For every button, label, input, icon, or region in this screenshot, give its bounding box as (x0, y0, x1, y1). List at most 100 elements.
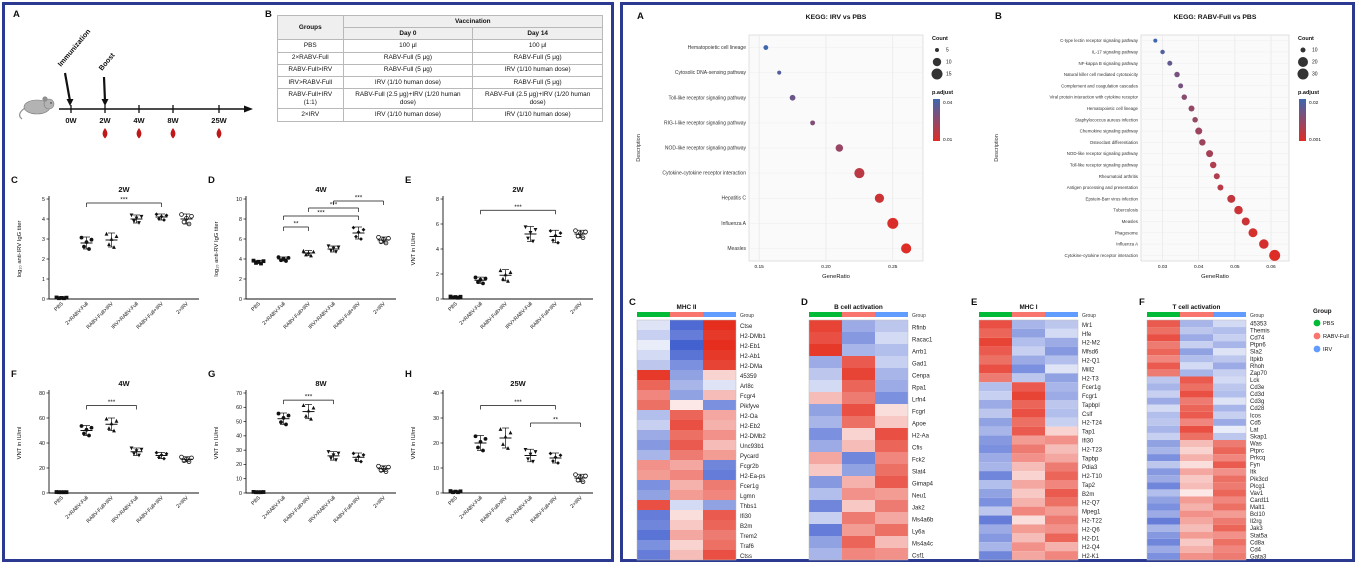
gene-label: Jak3 (1250, 526, 1263, 532)
heatmap-cell (842, 320, 875, 332)
data-point (528, 230, 533, 235)
pathway-label: Chemokine signaling pathway (1080, 129, 1139, 134)
heatmap-cell (809, 404, 842, 416)
heatmap-cell (670, 370, 703, 380)
count-legend-title: Count (932, 36, 948, 42)
pathway-dot (1195, 127, 1203, 135)
week-label: 8W (167, 116, 179, 125)
data-point (383, 469, 389, 474)
data-point (326, 450, 331, 454)
heatmap-cell (1147, 440, 1180, 448)
heatmap-cell (1213, 545, 1246, 553)
panel-letter-A: A (13, 9, 20, 20)
data-point (109, 237, 114, 241)
data-point (356, 454, 361, 459)
data-point (551, 238, 555, 243)
data-point (378, 239, 384, 245)
gene-label: Bcl10 (1250, 512, 1266, 518)
data-point (137, 221, 141, 225)
heatmap-cell (1147, 376, 1180, 384)
heatmap-cell (670, 450, 703, 460)
data-point (376, 234, 381, 240)
data-point (553, 455, 558, 460)
y-tick-label: 3 (42, 237, 45, 243)
heatmap-cell (1180, 524, 1213, 532)
data-point (181, 219, 187, 225)
y-tick-label: 20 (433, 441, 439, 447)
panel-letter-D: D (801, 297, 808, 308)
heatmap-cell (1147, 489, 1180, 497)
heatmap-cell (1012, 471, 1045, 480)
heatmap-cell (637, 420, 670, 430)
heatmap-cell (979, 355, 1012, 365)
significance-label: *** (514, 399, 522, 406)
data-point (184, 456, 189, 462)
heatmap-cell (1045, 400, 1078, 409)
col-header-day14: Day 14 (472, 27, 603, 41)
heatmap-cell (1012, 515, 1045, 525)
gene-label: Card11 (1250, 498, 1270, 504)
gene-label: Zap70 (1250, 371, 1268, 377)
heatmap-cell (703, 360, 736, 370)
col-header-day0: Day 0 (342, 27, 474, 41)
heatmap-cell (875, 380, 908, 392)
gene-label: Malt1 (1250, 505, 1265, 511)
pathway-label: Antigen processing and presentation (1067, 185, 1139, 190)
significance-label: *** (355, 195, 363, 202)
gene-label: Vav1 (1250, 491, 1264, 497)
group-annotation-bar-pbs (809, 312, 842, 317)
data-point (381, 237, 386, 242)
heatmap-cell (1045, 471, 1078, 480)
data-point (458, 294, 463, 299)
heatmap-cell (670, 400, 703, 410)
heatmap-cell (1213, 552, 1246, 560)
pathway-label: Natural killer cell mediated cytotoxicit… (1064, 72, 1139, 77)
gene-label: Rfinb (912, 325, 927, 331)
y-tick-label: 4 (42, 217, 45, 223)
heatmap-cell (1012, 364, 1045, 374)
y-tick-label: 10 (433, 466, 439, 472)
gene-label: Pycard (740, 454, 759, 460)
gene-label: H2-DMa (740, 364, 763, 370)
pathway-label: Hematopoietic cell lineage (1087, 106, 1139, 111)
heatmap-cell (1147, 482, 1180, 490)
data-point (276, 411, 281, 416)
blood-drop-icon (136, 128, 142, 139)
heatmap-cell (809, 320, 842, 332)
heatmap-cell (1180, 390, 1213, 398)
heatmap-cell (1147, 517, 1180, 525)
heatmap-cell (1045, 364, 1078, 374)
heatmap-cell (670, 330, 703, 340)
heatmap-cell (1045, 355, 1078, 365)
heatmap-cell (703, 510, 736, 520)
heatmap-cell (1180, 496, 1213, 504)
heatmap-cell (1180, 545, 1213, 553)
data-point (129, 213, 134, 218)
data-point (501, 442, 505, 446)
heatmap-cell (809, 500, 842, 512)
heatmap-cell (703, 420, 736, 430)
pathway-dot (1209, 161, 1217, 169)
heatmap-cell (637, 360, 670, 370)
data-point (62, 296, 66, 301)
table-row: RABV-Full+IRV (1:1)RABV-Full (2.5 μg)+IR… (277, 88, 603, 110)
pathway-dot (1217, 184, 1224, 191)
x-tick-label: 2×RABV-Full (262, 301, 287, 326)
pathway-dot (901, 243, 912, 254)
heatmap-cell (1180, 531, 1213, 539)
heatmap-cell (842, 500, 875, 512)
data-point (184, 215, 189, 221)
heatmap-cell (1147, 531, 1180, 539)
heatmap-cell (1045, 462, 1078, 472)
pathway-label: Cytokine-cytokine receptor interaction (662, 171, 746, 177)
dose-cell: RABV-Full (5 μg) (472, 75, 603, 90)
data-point (301, 403, 306, 408)
gene-label: Ly6a (912, 529, 925, 535)
group-name-cell: PBS (277, 39, 344, 53)
panel-letter-E: E (971, 297, 978, 308)
heatmap-cell (875, 356, 908, 368)
